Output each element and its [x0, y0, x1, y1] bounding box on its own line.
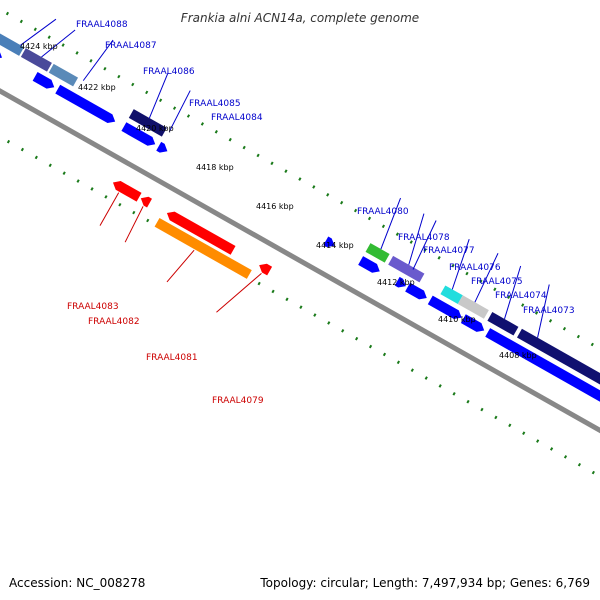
gene-label-fraal4080[interactable]: FRAAL4080: [357, 207, 409, 217]
kbp-label: 4418 kbp: [196, 163, 234, 172]
accession-text: Accession: NC_008278: [9, 576, 145, 590]
cds-arrow-forward[interactable]: [32, 72, 57, 92]
gene-label-fraal4088[interactable]: FRAAL4088: [76, 20, 128, 30]
gene-label-fraal4076[interactable]: FRAAL4076: [449, 263, 501, 273]
genome-backbone: [0, 67, 600, 467]
cds-arrow-reverse[interactable]: [111, 178, 142, 202]
cds-arrow-forward[interactable]: [323, 236, 337, 250]
gene-bar-fraal4080[interactable]: [365, 243, 390, 263]
cds-arrow-forward[interactable]: [121, 122, 157, 148]
cds-arrow-forward[interactable]: [460, 314, 487, 335]
gene-bar-fraal4073[interactable]: [516, 328, 600, 397]
map-title: Frankia alni ACN14a, complete genome: [181, 11, 419, 25]
cds-arrow-forward[interactable]: [485, 328, 600, 435]
gene-label-fraal4086[interactable]: FRAAL4086: [143, 67, 195, 77]
cds-arrow-forward[interactable]: [55, 84, 117, 126]
kbp-label: 4408 kbp: [499, 351, 537, 360]
gene-label-fraal4079[interactable]: FRAAL4079: [212, 396, 264, 406]
gene-bar-fraal4086[interactable]: [48, 63, 79, 87]
leader-fraal4076: [451, 239, 470, 290]
gene-label-fraal4077[interactable]: FRAAL4077: [423, 246, 475, 256]
kbp-label: 4414 kbp: [316, 241, 354, 250]
leader-fraal4080: [380, 197, 402, 250]
cds-arrow-forward[interactable]: [394, 276, 409, 291]
gene-label-fraal4085[interactable]: FRAAL4085: [189, 99, 241, 109]
gene-bar-fraal4085[interactable]: [128, 109, 167, 137]
cds-arrow-reverse[interactable]: [257, 261, 273, 276]
cds-arrow-reverse[interactable]: [138, 194, 152, 208]
gene-label-fraal4087[interactable]: FRAAL4087: [105, 41, 157, 51]
leader-fraal4081: [166, 249, 195, 283]
gene-label-fraal4074[interactable]: FRAAL4074: [495, 291, 547, 301]
leader-fraal4087: [41, 29, 76, 58]
leader-fraal4083: [99, 192, 120, 226]
gene-bar-fraal4074[interactable]: [487, 312, 519, 336]
kbp-label: 4410 kbp: [438, 315, 476, 324]
leader-fraal4073: [537, 284, 550, 338]
leader-fraal4078: [408, 213, 425, 265]
track-group: [0, 11, 600, 501]
gene-bar-fraal4087[interactable]: [20, 48, 52, 72]
cds-arrow-forward[interactable]: [427, 295, 464, 322]
leader-fraal4086: [82, 39, 114, 81]
gene-label-fraal4075[interactable]: FRAAL4075: [471, 277, 523, 287]
gene-bar-fraal4081[interactable]: [154, 217, 252, 279]
gene-bar-fraal4076[interactable]: [440, 285, 463, 305]
leader-fraal4088: [20, 18, 57, 46]
gene-bar-fraal4088[interactable]: [0, 32, 25, 56]
cds-arrow-forward[interactable]: [0, 45, 5, 62]
gene-label-fraal4084[interactable]: FRAAL4084: [211, 113, 263, 123]
cds-arrow-forward[interactable]: [156, 141, 170, 156]
gene-label-fraal4083[interactable]: FRAAL4083: [67, 302, 119, 312]
topology-text: Topology: circular; Length: 7,497,934 bp…: [259, 576, 590, 590]
cds-arrow-reverse[interactable]: [164, 209, 236, 255]
cds-arrow-forward[interactable]: [358, 256, 382, 276]
leader-fraal4085: [148, 73, 169, 119]
kbp-label: 4416 kbp: [256, 202, 294, 211]
gene-label-fraal4073[interactable]: FRAAL4073: [523, 306, 575, 316]
gene-bar-fraal4078[interactable]: [388, 255, 425, 283]
gene-label-fraal4082[interactable]: FRAAL4082: [88, 317, 140, 327]
kbp-label: 4420 kbp: [136, 124, 174, 133]
leader-fraal4082: [124, 206, 144, 243]
leader-fraal4075: [474, 253, 499, 303]
leader-fraal4079: [216, 272, 262, 313]
kbp-label: 4424 kbp: [20, 42, 58, 51]
leader-fraal4084: [168, 90, 191, 132]
cds-arrow-forward[interactable]: [405, 282, 429, 303]
gene-label-fraal4078[interactable]: FRAAL4078: [398, 233, 450, 243]
gene-bar-fraal4075[interactable]: [457, 295, 489, 319]
kbp-label: 4412 kbp: [377, 278, 415, 287]
kbp-label: 4422 kbp: [78, 83, 116, 92]
gene-label-fraal4081[interactable]: FRAAL4081: [146, 353, 198, 363]
leader-fraal4077: [412, 220, 437, 270]
leader-fraal4074: [504, 265, 522, 320]
